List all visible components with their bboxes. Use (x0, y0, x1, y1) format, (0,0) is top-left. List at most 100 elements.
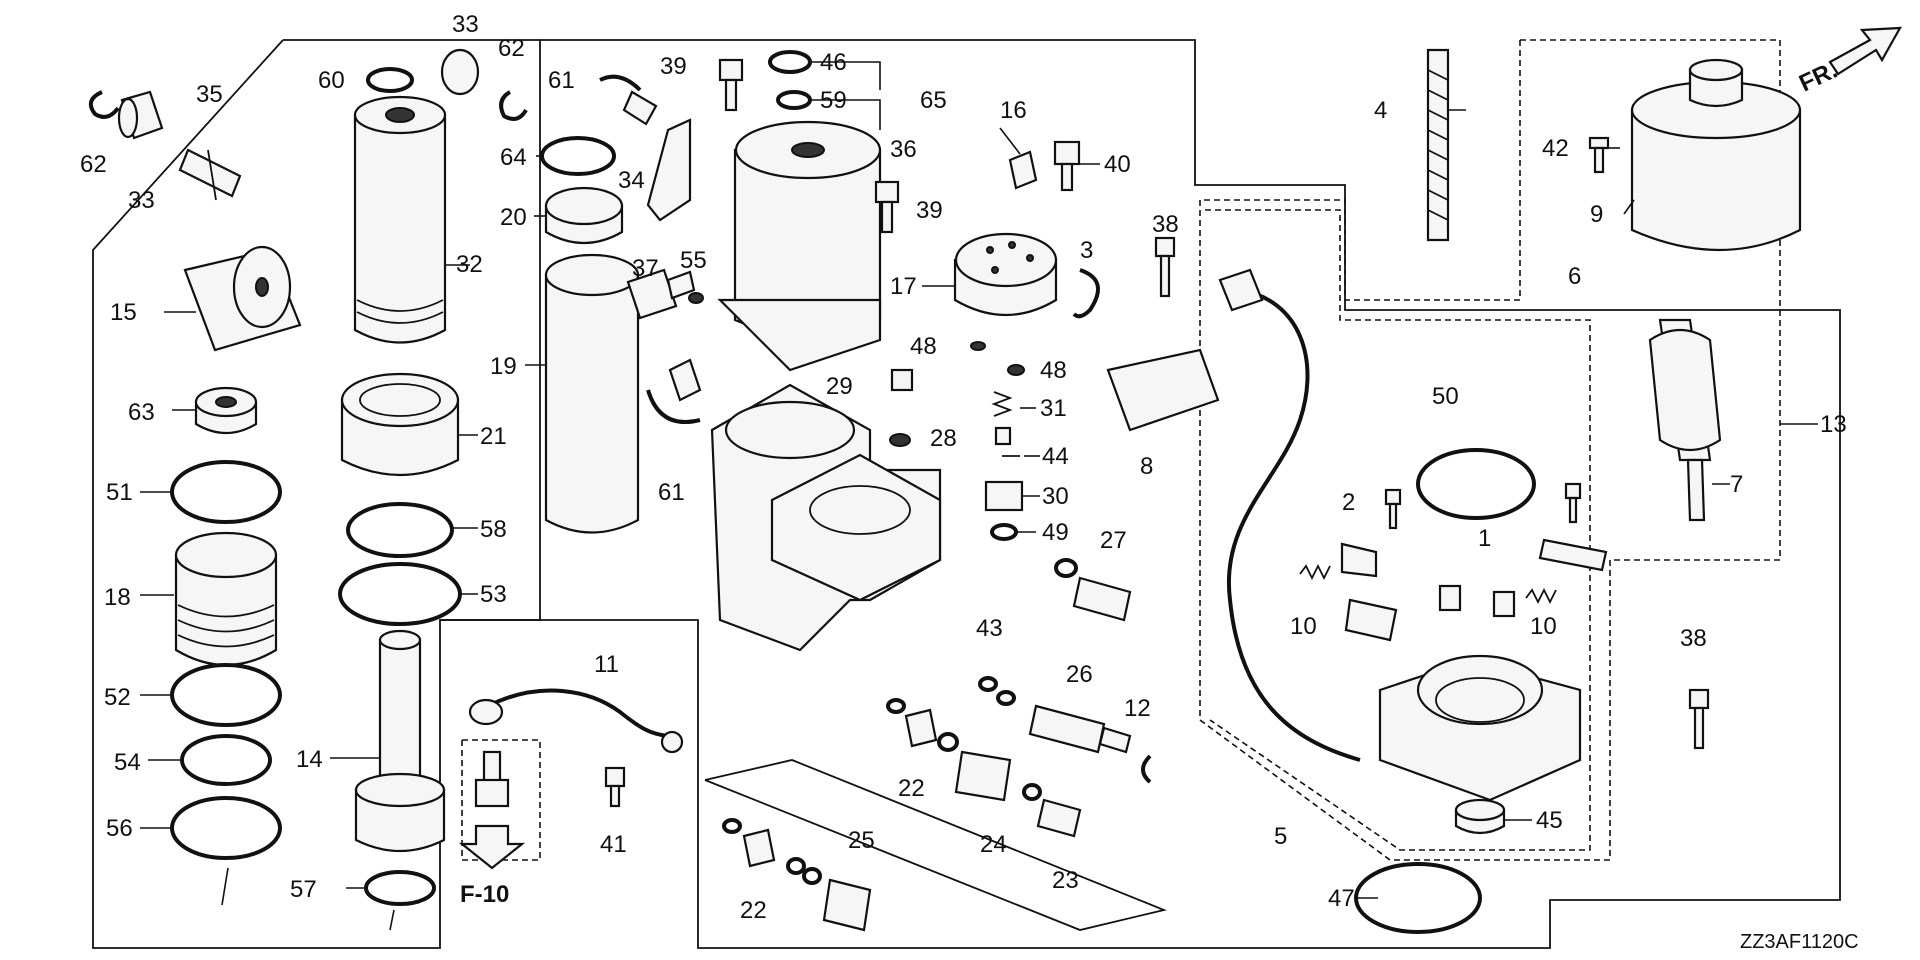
hose-frame (461, 739, 541, 861)
callout-21: 21 (480, 423, 507, 450)
callout-41: 41 (600, 831, 627, 858)
callout-34: 34 (618, 167, 645, 194)
callout-5: 5 (1274, 823, 1287, 850)
callout-59: 59 (820, 87, 847, 114)
callout-14: 14 (296, 746, 323, 773)
plug-25 (786, 857, 872, 932)
o-ring-59 (776, 90, 812, 110)
washer-48-a (970, 341, 986, 351)
bolt-39-mid (874, 180, 900, 234)
callout-58: 58 (480, 516, 507, 543)
leader-bottom-left (221, 867, 229, 906)
callout-27: 27 (1100, 527, 1127, 554)
callout-53: 53 (480, 581, 507, 608)
callout-38-right: 38 (1680, 625, 1707, 652)
bushing-33-top (440, 48, 480, 96)
callout-36: 36 (890, 136, 917, 163)
front-arrow (1828, 26, 1902, 76)
callout-62-top: 62 (498, 35, 525, 62)
plug-30 (984, 480, 1024, 512)
callout-32: 32 (456, 251, 483, 278)
callout-55: 55 (680, 247, 707, 274)
plug-23 (1022, 783, 1082, 838)
callout-30: 30 (1042, 483, 1069, 510)
valve-26 (1028, 704, 1132, 754)
hose-clamp-61-top (599, 74, 658, 126)
ring-nut-21 (340, 372, 460, 477)
callout-19: 19 (490, 353, 517, 380)
callout-1: 1 (1478, 525, 1491, 552)
motor-housing-9 (1630, 58, 1802, 252)
bolt-38-right (1688, 688, 1710, 750)
reference-f10: F-10 (460, 881, 509, 908)
callout-61-bottom: 61 (658, 479, 685, 506)
callout-16: 16 (1000, 97, 1027, 124)
tube-19 (544, 253, 640, 534)
callout-6: 6 (1568, 263, 1581, 290)
callout-56: 56 (106, 815, 133, 842)
callout-4: 4 (1374, 97, 1387, 124)
rod-4 (1426, 48, 1450, 242)
bolt-f10 (474, 750, 510, 808)
callout-15: 15 (110, 299, 137, 326)
callout-20: 20 (500, 204, 527, 231)
o-ring-52 (170, 663, 282, 727)
arrow-f10 (458, 824, 526, 870)
spring-10-right (1525, 587, 1557, 605)
callout-13: 13 (1820, 411, 1847, 438)
spring-10-left (1299, 563, 1331, 581)
main-assembly-frame (440, 39, 1841, 949)
callout-7: 7 (1730, 471, 1743, 498)
ring-43-b (996, 690, 1016, 706)
callout-63: 63 (128, 399, 155, 426)
harness-plug (1218, 268, 1264, 312)
callout-52: 52 (104, 684, 131, 711)
o-ring-60 (366, 67, 414, 93)
callout-9: 9 (1590, 201, 1603, 228)
bolt-38-top (1154, 236, 1176, 298)
callout-26: 26 (1066, 661, 1093, 688)
brush-1 (1438, 584, 1516, 618)
rod-14 (354, 629, 446, 853)
callout-24: 24 (980, 831, 1007, 858)
callout-57: 57 (290, 876, 317, 903)
callout-48-b: 48 (1040, 357, 1067, 384)
callout-12: 12 (1124, 695, 1151, 722)
callout-65: 65 (920, 87, 947, 114)
callout-37: 37 (632, 255, 659, 282)
brush-holder-2 (1340, 542, 1398, 642)
seal-22-b (722, 818, 776, 868)
motor-assembly-frame (1199, 39, 1781, 861)
nut-63 (194, 386, 258, 434)
o-ring-50 (1416, 448, 1536, 520)
callout-40: 40 (1104, 151, 1131, 178)
hose-clamp-61-bottom (646, 358, 702, 424)
o-ring-64 (540, 136, 616, 176)
callout-22-a: 22 (898, 775, 925, 802)
grommet-45 (1454, 798, 1506, 835)
clip-3 (1072, 268, 1100, 319)
left-assembly-frame (92, 39, 541, 949)
armature-7 (1648, 318, 1722, 522)
clip-ring-62 (88, 90, 120, 119)
callout-11: 11 (594, 651, 619, 678)
callout-47: 47 (1328, 885, 1355, 912)
callout-48-a: 48 (910, 333, 937, 360)
bushing-33-left (117, 90, 164, 140)
callout-10-left: 10 (1290, 613, 1317, 640)
clip-62-top (499, 90, 528, 121)
callout-33-top: 33 (452, 11, 479, 38)
spring-31 (991, 391, 1013, 417)
shaft-35 (178, 148, 242, 201)
callout-22-b: 22 (740, 897, 767, 924)
callout-25: 25 (848, 827, 875, 854)
bracket-34 (646, 118, 692, 222)
catalog-code: ZZ3AF1120C (1740, 931, 1859, 953)
callout-28: 28 (930, 425, 957, 452)
screw-42 (1588, 136, 1610, 174)
harness-5 (1226, 288, 1361, 762)
washer-48-b (1007, 364, 1025, 376)
callout-51: 51 (106, 479, 133, 506)
callout-31: 31 (1040, 395, 1067, 422)
